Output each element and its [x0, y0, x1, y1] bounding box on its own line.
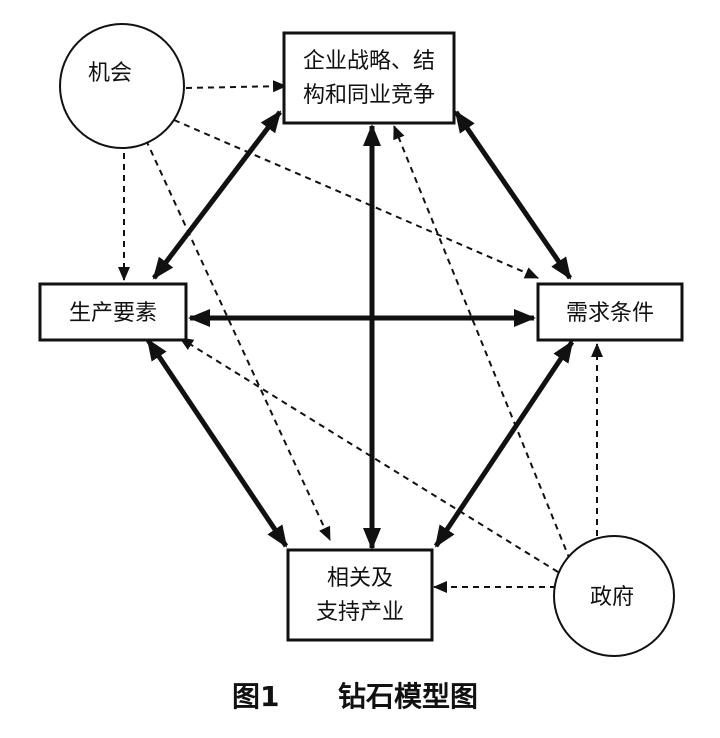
factors-box-label: 生产要素 [69, 301, 157, 326]
strategy-factors-arrow [152, 110, 282, 280]
chance-circle: 机会 [59, 23, 185, 149]
figure-caption: 图1 钻石模型图 [232, 680, 478, 713]
figure-title: 钻石模型图 [338, 680, 478, 713]
dashed-influence-arrows [118, 80, 603, 593]
government-to-strategy-arrow [393, 125, 571, 561]
government-to-factors-arrow [179, 337, 559, 573]
demand-related-arrow [433, 340, 575, 548]
factor-conditions-box: 生产要素 [38, 282, 188, 342]
strategy-box-line-1: 企业战略、结 [303, 49, 435, 74]
figure-number: 图1 [232, 680, 279, 713]
government-circle: 政府 [553, 535, 675, 657]
demand-box-label: 需求条件 [566, 301, 654, 326]
government-label: 政府 [590, 585, 634, 610]
solid-interaction-arrows [145, 110, 575, 550]
chance-label: 机会 [88, 61, 132, 86]
related-box-line-1: 相关及 [327, 566, 393, 591]
strategy-box-line-2: 构和同业竞争 [303, 83, 435, 108]
factors-related-arrow [145, 338, 289, 548]
chance-to-demand-arrow [173, 119, 539, 279]
demand-conditions-box: 需求条件 [536, 282, 684, 342]
strategy-demand-arrow [453, 110, 573, 280]
related-supporting-industries-box: 相关及 支持产业 [286, 548, 434, 642]
related-box-line-2: 支持产业 [316, 600, 404, 625]
strategy-structure-rivalry-box: 企业战略、结 构和同业竞争 [282, 31, 456, 125]
chance-to-strategy-arrow [185, 80, 287, 93]
